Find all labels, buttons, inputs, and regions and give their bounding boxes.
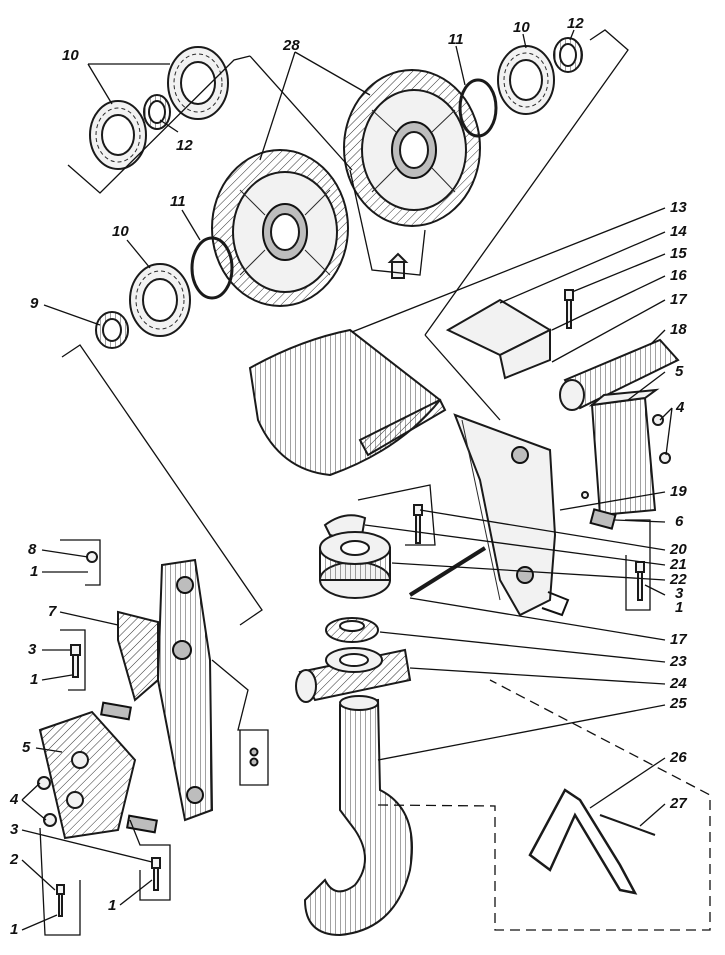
side-plate-19 — [453, 413, 589, 617]
callout-17: 17 — [670, 631, 687, 648]
bolt-3-left-top — [70, 644, 81, 678]
callout-3: 3 — [675, 585, 684, 602]
spacer-ring-12-right — [553, 37, 583, 73]
callout-11: 11 — [448, 31, 464, 48]
callout-4: 4 — [675, 399, 685, 416]
washers-4-right — [652, 414, 671, 464]
callout-20: 20 — [669, 541, 687, 558]
pulley-28-front — [211, 149, 349, 307]
callout-10: 10 — [112, 223, 129, 240]
callout-1: 1 — [30, 563, 38, 580]
callout-3: 3 — [28, 641, 37, 658]
bushing-9 — [95, 311, 129, 349]
bearing-10-right — [497, 45, 555, 115]
callout-8: 8 — [28, 541, 37, 558]
callout-4: 4 — [9, 791, 19, 808]
u-bracket-22 — [541, 591, 570, 617]
callout-24: 24 — [669, 675, 687, 692]
clamp-block-5-left — [38, 710, 137, 840]
washers-4-left — [37, 776, 57, 827]
nut-8 — [86, 551, 98, 563]
callout-9: 9 — [30, 295, 39, 312]
safety-latch-26 — [528, 788, 638, 895]
callout-25: 25 — [669, 695, 687, 712]
callout-17: 17 — [670, 291, 687, 308]
callout-labels: 10 12 28 11 10 12 10 11 9 13 14 15 16 17… — [9, 15, 687, 938]
axle-pin-18 — [559, 338, 680, 411]
spacer-ring-12-left — [143, 94, 171, 130]
callout-14: 14 — [670, 223, 687, 240]
bearing-10-lower — [129, 263, 191, 337]
callout-22: 22 — [669, 571, 687, 588]
snap-ring-11-left — [190, 236, 234, 300]
crosshead-24 — [295, 647, 412, 703]
callout-7: 7 — [48, 603, 57, 620]
callout-26: 26 — [669, 749, 687, 766]
clamp-block-5-right — [588, 388, 660, 517]
cover-plate-14 — [445, 298, 553, 380]
lock-plate-left — [100, 701, 158, 834]
callout-11: 11 — [170, 193, 186, 210]
snap-ring-11-top — [458, 78, 498, 138]
callout-12: 12 — [567, 15, 584, 32]
callout-5: 5 — [22, 739, 31, 756]
bolt-15 — [564, 289, 574, 329]
callout-23: 23 — [669, 653, 687, 670]
side-plate-7 — [117, 558, 214, 822]
hook-25 — [303, 695, 413, 937]
tie-rod-17 — [408, 546, 487, 597]
bearing-10-top — [167, 46, 229, 120]
crosshead-nut-22 — [319, 531, 391, 599]
callout-3: 3 — [10, 821, 19, 838]
callout-6: 6 — [675, 513, 684, 530]
spring-pin-27 — [599, 814, 656, 836]
callout-27: 27 — [669, 795, 687, 812]
callout-15: 15 — [670, 245, 687, 262]
leader-lines — [21, 29, 673, 931]
callout-10: 10 — [513, 19, 530, 36]
callout-5: 5 — [675, 363, 684, 380]
callout-19: 19 — [670, 483, 687, 500]
callout-1: 1 — [30, 671, 38, 688]
callout-13: 13 — [670, 199, 687, 216]
casing-guard-13 — [248, 328, 447, 477]
thrust-bearing-23 — [325, 617, 379, 643]
callout-1: 1 — [675, 599, 683, 616]
callout-1: 1 — [10, 921, 18, 938]
callout-10: 10 — [62, 47, 79, 64]
callout-21: 21 — [669, 556, 687, 573]
bearing-10-left — [89, 100, 147, 170]
callout-28: 28 — [282, 37, 300, 54]
lock-plate-6 — [589, 508, 617, 530]
callout-1: 1 — [108, 897, 116, 914]
callout-2: 2 — [9, 851, 19, 868]
callout-12: 12 — [176, 137, 193, 154]
bolt-3-left-bottom — [151, 857, 161, 891]
callout-18: 18 — [670, 321, 687, 338]
callout-16: 16 — [670, 267, 687, 284]
bolt-1-left-bottom — [56, 884, 65, 917]
bolt-3-right — [635, 561, 645, 601]
pulley-28-rear — [343, 69, 481, 227]
grease-fitting — [387, 252, 409, 279]
